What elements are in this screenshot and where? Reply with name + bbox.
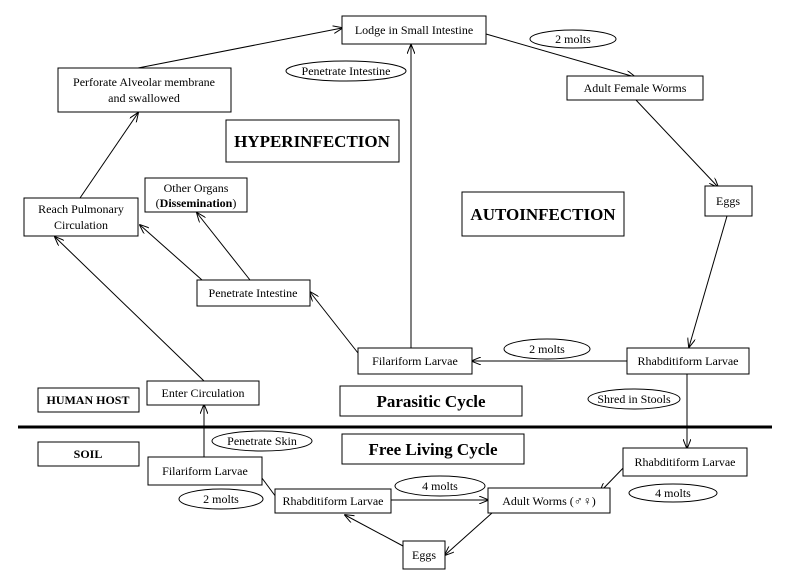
edge-reach-pulm-to-perforate <box>79 113 138 199</box>
node-adult-female-worms: Adult Female Worms <box>566 75 704 101</box>
label-4-molts-bottom-right-text: 4 molts <box>655 486 691 500</box>
node-lodge: Lodge in Small Intestine <box>341 15 487 45</box>
node-lodge-label: Lodge in Small Intestine <box>355 23 473 37</box>
node-rhabditiform-right: Rhabditiform Larvae <box>622 447 748 477</box>
label-penetrate-intestine-top-text: Penetrate Intestine <box>302 64 391 78</box>
node-filar-top-label: Filariform Larvae <box>372 354 458 368</box>
node-rhab-top-label: Rhabditiform Larvae <box>638 354 739 368</box>
node-filariform-bottom: Filariform Larvae <box>147 456 263 486</box>
edge-eggs-to-rhab-bottom <box>345 515 404 547</box>
node-eggs-top: Eggs <box>704 185 753 217</box>
label-2-molts-mid-text: 2 molts <box>529 342 565 356</box>
edge-perforate-to-lodge <box>137 28 342 69</box>
edge-filar-top-to-pen-int <box>310 292 359 354</box>
node-rhabditiform-bottom: Rhabditiform Larvae <box>274 488 392 514</box>
node-pen-int-mid-label: Penetrate Intestine <box>209 286 298 300</box>
node-filar-bottom-label: Filariform Larvae <box>162 464 248 478</box>
node-other-organs-label-2-bold: Dissemination <box>160 196 233 210</box>
label-penetrate-skin: Penetrate Skin <box>211 430 313 452</box>
label-penetrate-intestine-top: Penetrate Intestine <box>285 60 407 82</box>
node-adult-worms: Adult Worms (♂♀) <box>487 487 611 514</box>
node-reach-pulmonary: Reach Pulmonary Circulation <box>23 197 139 237</box>
label-2-molts-bottom-left-text: 2 molts <box>203 492 239 506</box>
label-penetrate-skin-text: Penetrate Skin <box>227 434 297 448</box>
edge-pen-int-to-other-organs <box>197 213 251 281</box>
region-autoinfection-text: AUTOINFECTION <box>470 205 616 224</box>
edges <box>55 28 728 555</box>
label-4-molts-bottom-center-text: 4 molts <box>422 479 458 493</box>
node-rhabditiform-top: Rhabditiform Larvae <box>626 347 750 375</box>
region-human-host-text: HUMAN HOST <box>46 393 129 407</box>
node-reach-pulm-label-2: Circulation <box>54 218 108 232</box>
node-adult-female-label: Adult Female Worms <box>584 81 687 95</box>
region-hyperinfection-text: HYPERINFECTION <box>234 132 391 151</box>
label-2-molts-top-text: 2 molts <box>555 32 591 46</box>
label-2-molts-bottom-left: 2 molts <box>178 488 264 510</box>
node-filariform-top: Filariform Larvae <box>357 347 473 375</box>
node-other-organs-label-2: (Dissemination) <box>156 196 237 210</box>
region-free-living-cycle: Free Living Cycle <box>341 433 525 465</box>
node-eggs-bottom-label: Eggs <box>412 548 436 562</box>
node-perforate-label-2: and swallowed <box>108 91 180 105</box>
label-4-molts-bottom-right: 4 molts <box>628 483 718 503</box>
region-soil: SOIL <box>37 441 140 467</box>
region-soil-text: SOIL <box>74 447 103 461</box>
node-perforate-label-1: Perforate Alveolar membrane <box>73 75 215 89</box>
node-reach-pulm-label-1: Reach Pulmonary <box>38 202 124 216</box>
region-free-living-cycle-text: Free Living Cycle <box>368 440 497 459</box>
region-parasitic-cycle-text: Parasitic Cycle <box>376 392 485 411</box>
node-eggs-bottom: Eggs <box>402 540 446 570</box>
edge-eggs-to-rhab-top <box>689 215 728 347</box>
node-enter-circulation: Enter Circulation <box>146 380 260 406</box>
edge-lodge-to-adult-female <box>485 33 635 77</box>
node-adult-worms-label: Adult Worms (♂♀) <box>502 494 595 508</box>
edge-enter-circ-to-reach-pulm <box>55 237 205 382</box>
edge-adult-worms-to-eggs <box>445 512 493 555</box>
node-enter-circ-label: Enter Circulation <box>162 386 245 400</box>
edge-pen-int-to-reach-pulm <box>140 225 203 281</box>
region-parasitic-cycle: Parasitic Cycle <box>339 385 523 417</box>
label-shred-in-stools-text: Shred in Stools <box>597 392 671 406</box>
node-eggs-top-label: Eggs <box>716 194 740 208</box>
region-human-host: HUMAN HOST <box>37 387 140 413</box>
label-2-molts-top: 2 molts <box>529 29 617 49</box>
node-perforate-alveolar: Perforate Alveolar membrane and swallowe… <box>57 67 232 113</box>
node-other-organs-label-1: Other Organs <box>164 181 229 195</box>
node-penetrate-intestine-mid: Penetrate Intestine <box>196 279 311 307</box>
node-other-organs: Other Organs (Dissemination) <box>144 177 248 213</box>
node-rhab-bottom-label: Rhabditiform Larvae <box>283 494 384 508</box>
label-2-molts-mid: 2 molts <box>503 338 591 360</box>
label-4-molts-bottom-center: 4 molts <box>394 475 486 497</box>
region-hyperinfection: HYPERINFECTION <box>225 119 400 163</box>
label-shred-in-stools: Shred in Stools <box>587 388 681 410</box>
region-autoinfection: AUTOINFECTION <box>461 191 625 237</box>
edge-adult-female-to-eggs <box>634 98 718 187</box>
node-rhab-right-label: Rhabditiform Larvae <box>635 455 736 469</box>
